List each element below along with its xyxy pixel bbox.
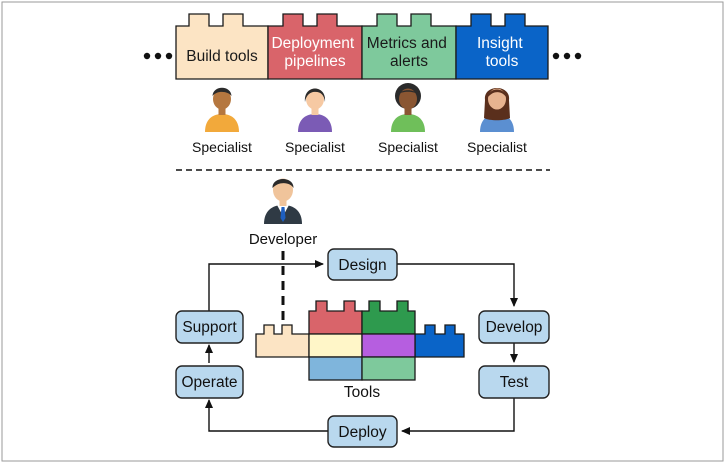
step-deploy-label: Deploy [338,424,386,441]
tool-block-blue [414,324,465,358]
toolchain-block-metrics-alerts: Metrics and alerts [361,13,457,80]
tool-block-lightblue [308,356,363,381]
specialist-neck [404,107,412,115]
block-label-line: alerts [390,53,428,70]
specialist-avatar-icon [298,88,332,132]
specialist-toolchain: Build tools Deployment pipelines Metrics… [143,13,582,155]
specialist-hair [488,89,506,97]
specialist-label: Specialist [378,139,438,155]
toolchain-block-deployment-pipelines: Deployment pipelines [267,13,363,80]
step-deploy: Deploy [327,415,398,448]
specialist-face [399,88,417,110]
arrow-support-to-design [208,260,324,311]
tools-cluster [255,300,465,381]
step-test-label: Test [500,374,529,391]
ellipsis-left [143,52,173,60]
step-design-label: Design [338,257,386,274]
tool-block-darkgreen [361,300,416,335]
specialist-neck [311,107,319,115]
specialist-label: Specialist [467,139,527,155]
tool-block-purple [361,333,416,358]
block-label-line: tools [486,53,519,70]
specialist-avatar-icon [205,87,239,132]
tool-block-tan [255,324,310,358]
developer-label: Developer [249,231,317,248]
svg-text:Deployment pipelines: Deployment pipelines [271,35,358,70]
developer-avatar-icon [264,178,302,224]
ellipsis-right [552,52,582,60]
toolchain-block-insight-tools: Insight tools [455,13,549,80]
step-design: Design [327,248,398,281]
block-label-line: Metrics and [367,35,447,52]
step-develop-label: Develop [486,319,543,336]
specialist-shirt [298,114,332,132]
step-support: Support [175,310,244,344]
specialist-label: Specialist [285,139,345,155]
step-develop: Develop [478,310,550,344]
block-label-line: Build tools [186,48,258,65]
svg-text:Build tools: Build tools [186,48,258,65]
svg-text:Insight tools: Insight tools [477,35,527,70]
developer-lifecycle: Developer Design Develop Test Deploy [175,178,550,448]
toolchain-block-build-tools: Build tools [175,13,269,80]
step-test: Test [478,365,550,399]
specialist-face [488,88,506,110]
specialist-avatar-icon [480,88,514,132]
step-operate-label: Operate [181,374,237,391]
arrow-deploy-to-operate [205,399,328,432]
specialist-hair [212,87,232,96]
block-label-line: pipelines [284,53,345,70]
specialist-hair [399,90,417,94]
tool-block-lightgreen [361,356,416,381]
specialist-shirt [205,114,239,132]
tools-label: Tools [344,384,380,401]
specialist-face [213,88,231,110]
step-support-label: Support [182,319,237,336]
specialist-avatar-icon [391,83,425,132]
lifecycle-arrows [205,260,518,435]
arrow-test-to-deploy [401,398,515,435]
svg-text:Metrics and alerts: Metrics and alerts [367,35,451,70]
tool-block-red [308,300,363,335]
tool-block-yellow [308,333,363,358]
block-label-line: Deployment [271,35,354,52]
specialist-shirt [391,114,425,132]
step-operate: Operate [175,365,244,399]
specialist-neck [218,107,226,115]
block-label-line: Insight [477,35,523,52]
arrow-design-to-develop [397,263,518,307]
specialist-face [306,88,324,110]
specialist-hair [304,88,326,102]
specialist-label: Specialist [192,139,252,155]
